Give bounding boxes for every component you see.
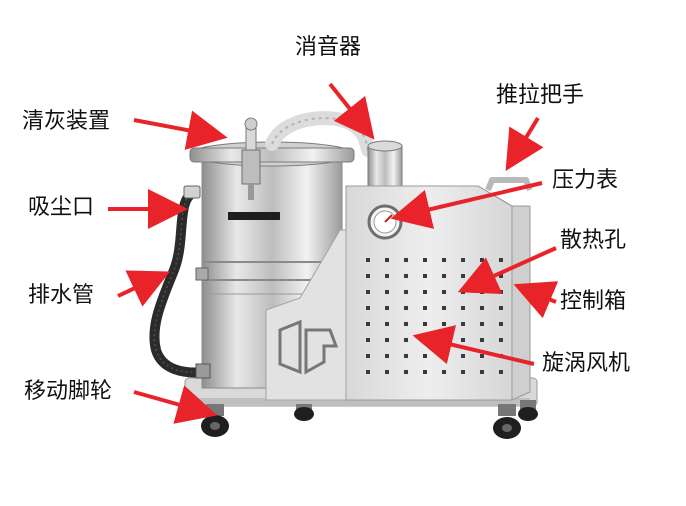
vent-hole (423, 258, 427, 262)
vent-hole (461, 306, 465, 310)
arrow-vortex-fan (412, 325, 535, 366)
label-vortex-fan: 旋涡风机 (542, 351, 631, 376)
vent-hole (499, 306, 503, 310)
vent-hole (442, 274, 446, 278)
vent-hole (404, 322, 408, 326)
vent-hole (366, 322, 370, 326)
vent-hole (385, 354, 389, 358)
vent-hole (423, 306, 427, 310)
vent-hole (480, 274, 484, 278)
dust-cleaning-device (241, 117, 261, 200)
vent-hole (385, 338, 389, 342)
vent-hole (366, 338, 370, 342)
label-control-box: 控制箱 (560, 289, 627, 314)
vent-hole (385, 322, 389, 326)
vent-hole (385, 258, 389, 262)
vent-hole (404, 258, 408, 262)
label-heat-holes: 散热孔 (560, 228, 627, 253)
vent-hole (499, 338, 503, 342)
vent-hole (442, 290, 446, 294)
vent-hole (423, 338, 427, 342)
vent-hole (385, 290, 389, 294)
arrow-muffler (328, 82, 375, 140)
label-drain-pipe: 排水管 (28, 283, 95, 308)
vent-hole (423, 354, 427, 358)
vent-hole (480, 322, 484, 326)
vent-hole (404, 306, 408, 310)
vent-hole (385, 306, 389, 310)
arrow-pressure-gauge (390, 181, 543, 229)
vent-hole (423, 274, 427, 278)
vent-hole (461, 338, 465, 342)
vent-hole (480, 354, 484, 358)
vent-hole (499, 370, 503, 374)
vent-hole (461, 290, 465, 294)
label-dust-cleaning: 清灰装置 (22, 109, 111, 134)
vent-hole (404, 370, 408, 374)
vent-hole (404, 274, 408, 278)
vent-hole (461, 322, 465, 326)
arrow-heat-holes (457, 246, 557, 295)
muffler (367, 140, 403, 193)
vent-hole (499, 258, 503, 262)
label-suction-port: 吸尘口 (28, 195, 95, 220)
vent-hole (499, 322, 503, 326)
vent-hole (442, 370, 446, 374)
brand-logo-icon (278, 319, 339, 375)
vent-hole (423, 370, 427, 374)
vent-hole (442, 322, 446, 326)
label-pressure-gauge: 压力表 (552, 168, 619, 193)
control-cabinet (265, 185, 531, 401)
label-push-handle: 推拉把手 (496, 83, 585, 108)
arrow-drain-pipe (117, 270, 171, 307)
vent-hole (442, 258, 446, 262)
vent-hole (385, 370, 389, 374)
label-casters: 移动脚轮 (24, 379, 113, 404)
vent-hole (461, 370, 465, 374)
vent-hole (366, 290, 370, 294)
vent-hole (366, 370, 370, 374)
vent-hole (385, 274, 389, 278)
arrow-dust-cleaning (133, 110, 228, 150)
vent-hole (404, 290, 408, 294)
label-muffler: 消音器 (295, 35, 362, 60)
vent-hole (480, 338, 484, 342)
vent-hole (366, 354, 370, 358)
vent-hole (366, 306, 370, 310)
vent-hole (404, 354, 408, 358)
vent-hole (461, 354, 465, 358)
callout-arrows (108, 82, 559, 424)
arrow-push-handle (505, 116, 544, 172)
vent-hole (480, 370, 484, 374)
vent-hole (423, 290, 427, 294)
vent-hole (366, 258, 370, 262)
arrow-casters (133, 385, 218, 424)
vent-hole (404, 338, 408, 342)
vent-hole (480, 290, 484, 294)
vent-hole (461, 274, 465, 278)
vent-hole (423, 322, 427, 326)
vent-hole (461, 258, 465, 262)
arrow-control-box (513, 281, 559, 319)
vent-hole (366, 274, 370, 278)
vent-hole (442, 354, 446, 358)
vent-hole (442, 306, 446, 310)
pressure-gauge-icon (367, 204, 403, 240)
vent-hole (499, 290, 503, 294)
vent-hole (480, 258, 484, 262)
vent-hole (480, 306, 484, 310)
